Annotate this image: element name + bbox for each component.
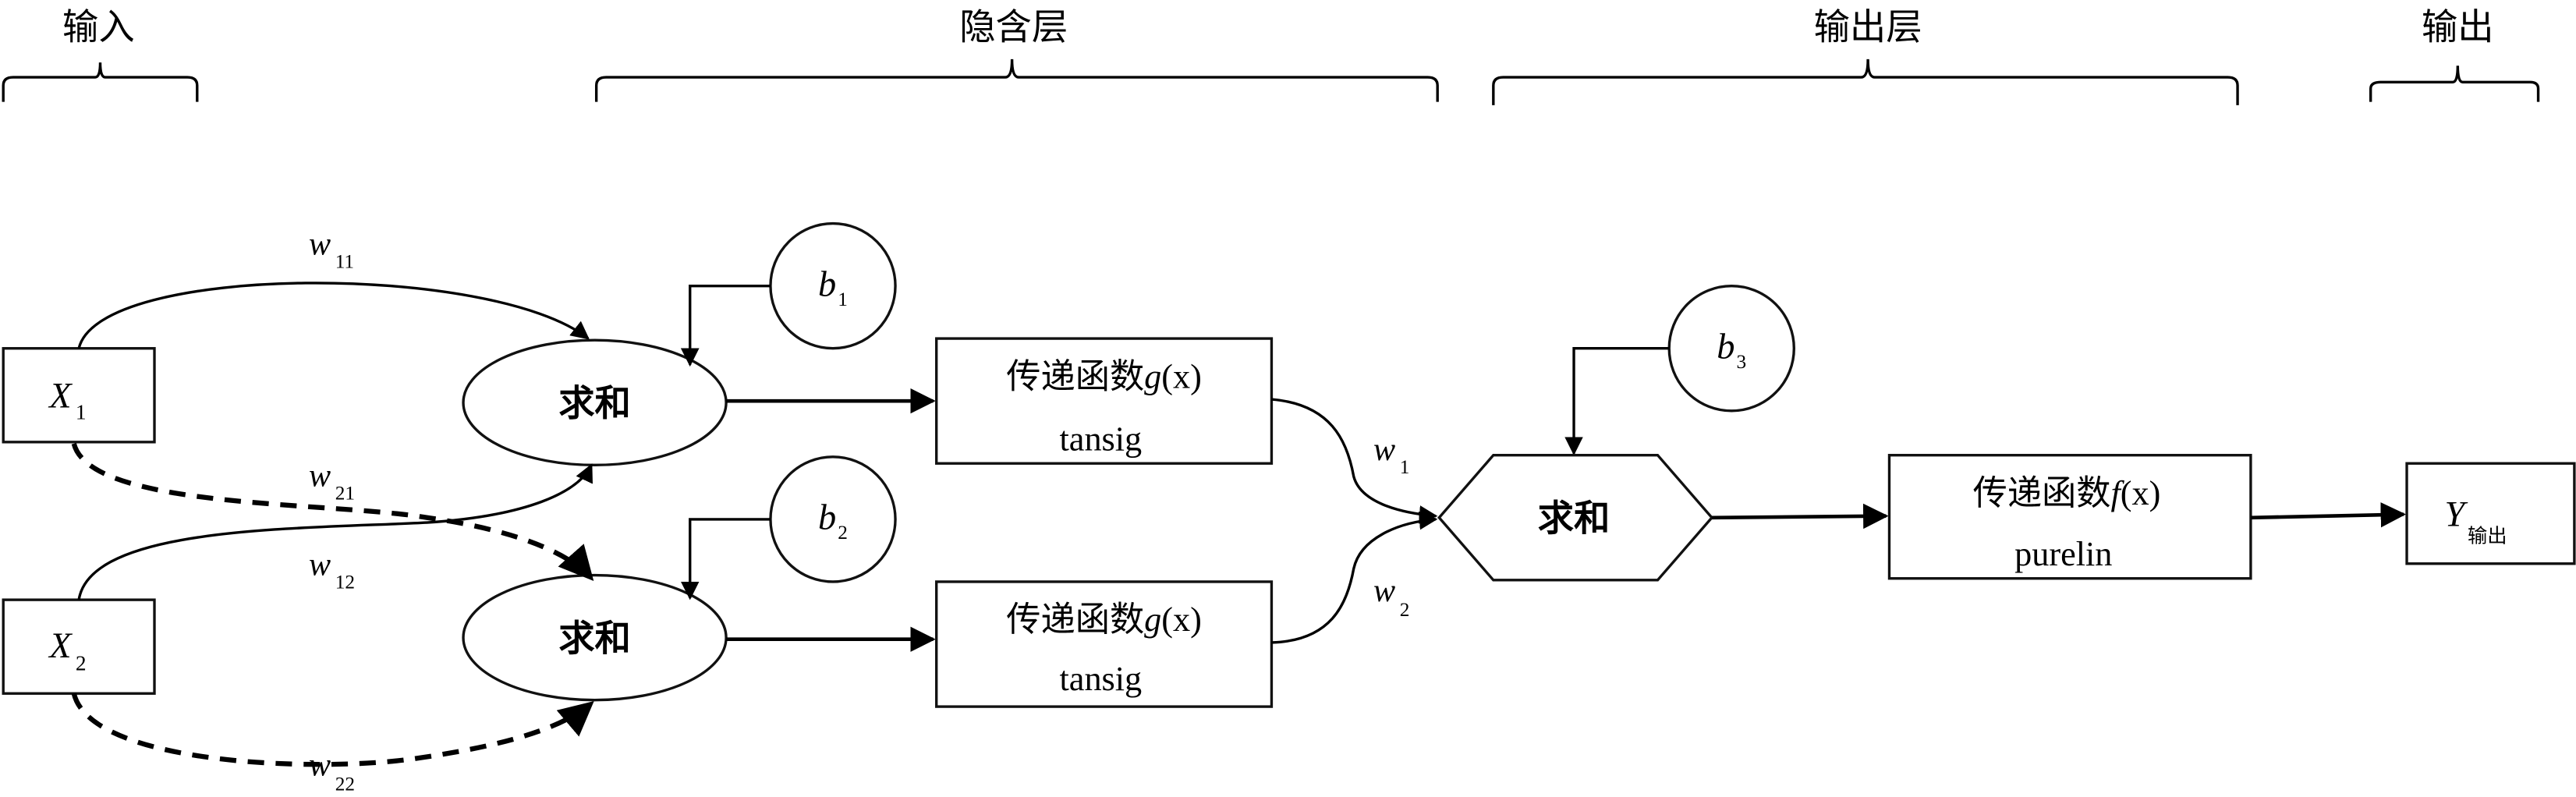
sum-node-1: 求和 bbox=[462, 338, 728, 467]
svg-text:b: b bbox=[1717, 327, 1734, 367]
edge-w12 bbox=[77, 463, 593, 600]
svg-text:12: 12 bbox=[335, 571, 355, 593]
edge-w1 bbox=[1271, 398, 1438, 524]
bracket-hidden bbox=[594, 58, 1439, 102]
weight-label-w2: w 2 bbox=[1373, 572, 1409, 621]
edge-b2 bbox=[680, 518, 771, 600]
bracket-output bbox=[2369, 66, 2540, 102]
edge-to-output bbox=[2250, 501, 2407, 528]
svg-text:输出: 输出 bbox=[2468, 524, 2507, 547]
svg-text:传递函数g(x): 传递函数g(x) bbox=[1006, 356, 1202, 396]
input-node-x1: X 1 bbox=[2, 347, 156, 444]
svg-text:X: X bbox=[48, 626, 73, 666]
svg-text:tansig: tansig bbox=[1060, 660, 1143, 698]
section-label-hidden: 隐含层 bbox=[959, 6, 1068, 48]
svg-text:1: 1 bbox=[1400, 456, 1410, 478]
svg-text:1: 1 bbox=[76, 400, 87, 423]
svg-text:b: b bbox=[818, 264, 836, 304]
edge-w11 bbox=[77, 282, 590, 349]
svg-text:b: b bbox=[818, 498, 836, 538]
bracket-input bbox=[2, 62, 199, 102]
transfer-box-hidden-2: 传递函数g(x) tansig bbox=[935, 580, 1274, 708]
bias-node-b2: b 2 bbox=[769, 455, 897, 583]
transfer-box-hidden-1: 传递函数g(x) tansig bbox=[935, 337, 1274, 465]
svg-text:1: 1 bbox=[838, 289, 848, 310]
section-label-input: 输入 bbox=[62, 6, 135, 48]
weight-label-w12: w 12 bbox=[309, 547, 355, 593]
svg-text:X: X bbox=[48, 377, 73, 416]
input-node-x2: X 2 bbox=[2, 598, 156, 695]
svg-text:w: w bbox=[309, 458, 331, 494]
svg-text:22: 22 bbox=[335, 774, 355, 795]
sum-node-2: 求和 bbox=[462, 573, 728, 702]
section-label-output: 输出 bbox=[2422, 6, 2494, 48]
svg-text:w: w bbox=[309, 226, 331, 263]
edge-w2 bbox=[1271, 511, 1438, 644]
edge-sum-to-tf-output bbox=[1711, 503, 1889, 530]
weight-label-w1: w 1 bbox=[1373, 431, 1409, 478]
svg-text:2: 2 bbox=[838, 522, 848, 544]
section-label-output-layer: 输出层 bbox=[1814, 6, 1922, 48]
svg-text:w: w bbox=[1373, 431, 1395, 468]
svg-text:2: 2 bbox=[1400, 599, 1410, 621]
transfer-box-output: 传递函数f(x) purelin bbox=[1887, 454, 2252, 580]
svg-text:w: w bbox=[309, 747, 331, 784]
output-node-y: Y 输出 bbox=[2405, 462, 2576, 565]
svg-text:2: 2 bbox=[76, 652, 87, 675]
edge-b1 bbox=[680, 284, 771, 367]
svg-text:Y: Y bbox=[2444, 494, 2468, 534]
svg-text:3: 3 bbox=[1737, 351, 1747, 373]
svg-text:求和: 求和 bbox=[558, 382, 631, 424]
svg-text:传递函数g(x): 传递函数g(x) bbox=[1006, 600, 1202, 639]
sum-node-output: 求和 bbox=[1437, 454, 1714, 582]
svg-text:11: 11 bbox=[335, 250, 354, 272]
weight-label-w11: w 11 bbox=[309, 226, 354, 273]
svg-text:求和: 求和 bbox=[558, 617, 631, 659]
svg-text:w: w bbox=[309, 547, 331, 583]
svg-text:21: 21 bbox=[335, 483, 355, 505]
svg-text:tansig: tansig bbox=[1060, 420, 1143, 458]
bias-node-b3: b 3 bbox=[1667, 284, 1795, 413]
edge-w22 bbox=[71, 693, 594, 767]
svg-text:传递函数f(x): 传递函数f(x) bbox=[1973, 473, 2161, 513]
weight-label-w22: w 22 bbox=[309, 747, 355, 795]
svg-text:求和: 求和 bbox=[1538, 498, 1610, 540]
bracket-output-layer bbox=[1492, 58, 2239, 105]
edge-b3 bbox=[1564, 347, 1670, 455]
svg-text:w: w bbox=[1373, 572, 1395, 609]
bias-node-b1: b 1 bbox=[769, 221, 897, 350]
svg-text:purelin: purelin bbox=[2014, 535, 2112, 573]
edge-w21 bbox=[71, 442, 594, 582]
weight-label-w21: w 21 bbox=[309, 458, 355, 505]
